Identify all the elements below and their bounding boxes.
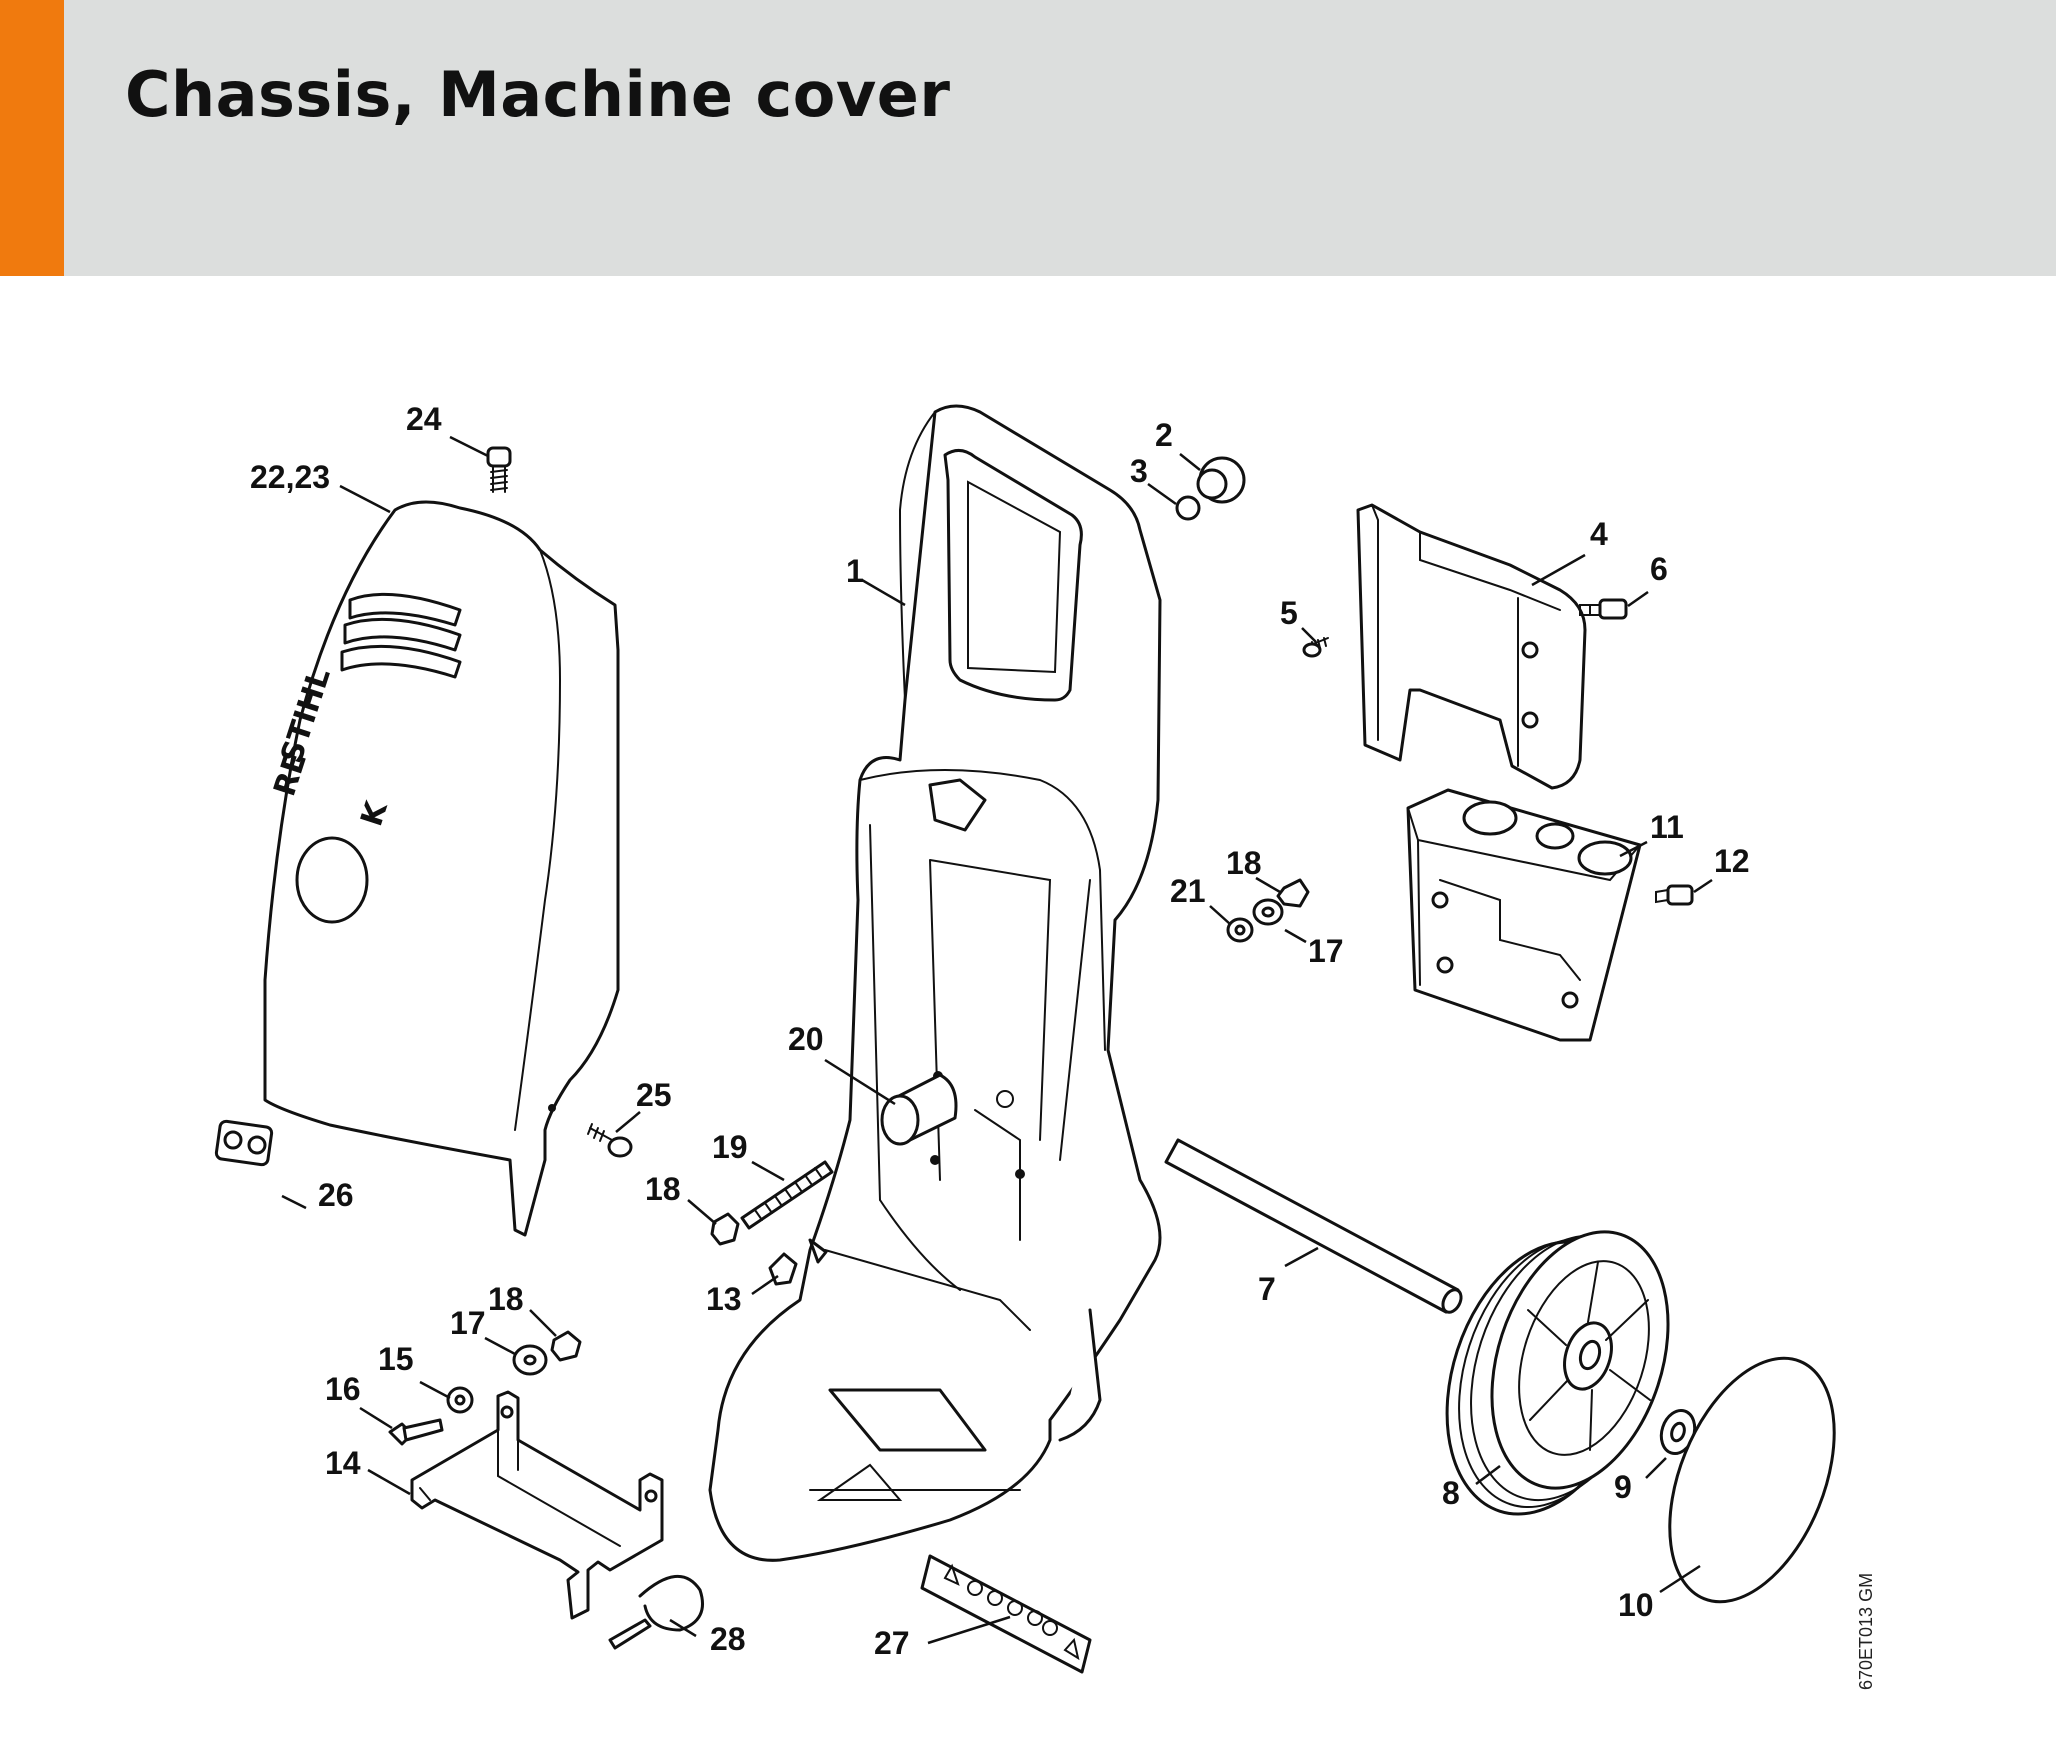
page-title: Chassis, Machine cover xyxy=(125,58,951,131)
leader-lines xyxy=(281,435,1713,1645)
callout-12: 12 xyxy=(1714,843,1750,879)
callout-26: 26 xyxy=(318,1177,354,1213)
callout-11: 11 xyxy=(1650,809,1684,845)
callout-22-23: 22,23 xyxy=(250,459,330,495)
drawing-id: 670ET013 GM xyxy=(1856,1573,1876,1690)
bracket-11[interactable] xyxy=(1406,788,1642,1042)
screw-12[interactable] xyxy=(1655,884,1694,906)
screw-5[interactable] xyxy=(1302,637,1329,658)
nut-21[interactable] xyxy=(1226,917,1254,943)
callout-18-lower: 18 xyxy=(488,1281,524,1317)
callout-8: 8 xyxy=(1442,1475,1460,1511)
callout-labels: 1 2 3 4 5 6 7 8 9 10 11 12 13 14 15 16 1… xyxy=(250,401,1750,1661)
callout-13: 13 xyxy=(706,1281,742,1317)
callout-24: 24 xyxy=(406,401,442,437)
header-panel: Chassis, Machine cover xyxy=(0,0,2056,276)
callout-17-lower: 17 xyxy=(450,1305,486,1341)
washer-9[interactable] xyxy=(1656,1406,1700,1458)
screw-25[interactable] xyxy=(587,1123,633,1158)
nut-15[interactable] xyxy=(446,1386,474,1414)
callout-16: 16 xyxy=(325,1371,361,1407)
threaded-rod-19[interactable] xyxy=(740,1160,834,1230)
o-ring-3[interactable] xyxy=(1175,495,1201,521)
chassis-frame[interactable] xyxy=(708,404,1162,1562)
callout-25: 25 xyxy=(636,1077,672,1113)
callout-14: 14 xyxy=(325,1445,361,1481)
cap-2[interactable] xyxy=(1196,456,1246,504)
callout-9: 9 xyxy=(1614,1469,1632,1505)
label-26[interactable] xyxy=(214,1119,274,1167)
bolt-16[interactable] xyxy=(388,1418,444,1446)
exploded-parts-diagram: STIHL RE K xyxy=(0,276,2056,1748)
nut-18-lower[interactable] xyxy=(550,1330,582,1362)
washer-17-lower[interactable] xyxy=(512,1344,548,1376)
cable-tie-28[interactable] xyxy=(608,1574,704,1650)
callout-17-upper: 17 xyxy=(1308,933,1344,969)
callout-10: 10 xyxy=(1618,1587,1654,1623)
wheel-8[interactable] xyxy=(1414,1209,1699,1539)
warning-label-27[interactable] xyxy=(920,1554,1092,1674)
callout-4: 4 xyxy=(1590,516,1608,552)
spacer-20[interactable] xyxy=(880,1073,958,1146)
callout-18-upper: 18 xyxy=(1226,845,1262,881)
callout-18-middle: 18 xyxy=(645,1171,681,1207)
callout-1: 1 xyxy=(846,553,864,589)
screw-24[interactable] xyxy=(486,446,512,493)
hub-cap-10[interactable] xyxy=(1637,1334,1866,1625)
accent-bar xyxy=(0,0,64,276)
callout-27: 27 xyxy=(874,1625,910,1661)
callout-15: 15 xyxy=(378,1341,414,1377)
nut-18-upper[interactable] xyxy=(1276,878,1310,908)
handle-4[interactable] xyxy=(1356,503,1587,790)
callout-7: 7 xyxy=(1258,1271,1276,1307)
screw-6[interactable] xyxy=(1579,598,1628,620)
callout-6: 6 xyxy=(1650,551,1668,587)
callout-5: 5 xyxy=(1280,595,1298,631)
callout-3: 3 xyxy=(1130,453,1148,489)
nut-18-middle[interactable] xyxy=(710,1212,740,1246)
callout-19: 19 xyxy=(712,1129,748,1165)
axle-7[interactable] xyxy=(1164,1138,1465,1315)
holder-bracket-14[interactable] xyxy=(410,1390,664,1620)
callout-21: 21 xyxy=(1170,873,1206,909)
callout-20: 20 xyxy=(788,1021,824,1057)
washer-17-upper[interactable] xyxy=(1252,898,1284,926)
machine-cover[interactable]: STIHL RE K xyxy=(263,500,620,1237)
callout-28: 28 xyxy=(710,1621,746,1657)
callout-2: 2 xyxy=(1155,417,1173,453)
